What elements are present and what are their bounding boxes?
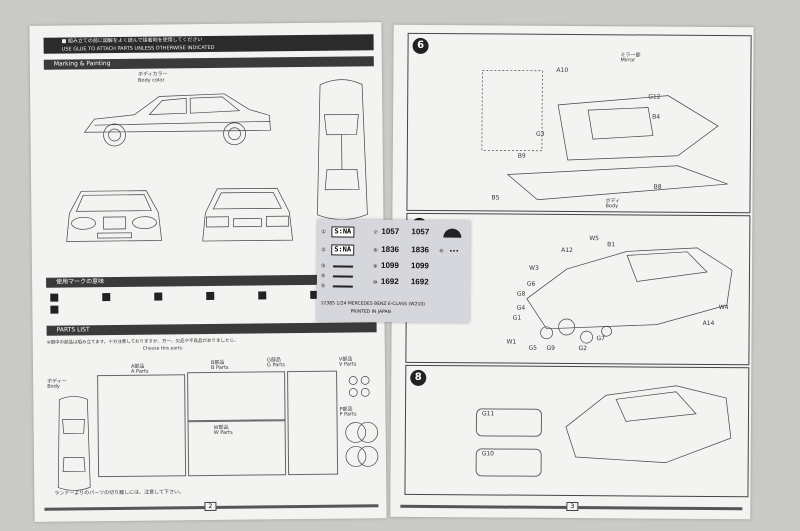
parts-note-en: Choose this parts. — [142, 346, 184, 352]
parts-b-en: B Parts — [210, 364, 229, 371]
step-7-label-g2: G2 — [578, 345, 587, 353]
decal-index-10: ⑩ — [372, 279, 378, 286]
v-parts-drawing — [348, 376, 370, 397]
decal-index-1: ① — [321, 229, 326, 236]
decal-number-3: 1836 — [381, 244, 400, 255]
step-7-box: 7 W5 B1 A12 W3 G6 G8 G4 G1 W1 G5 G9 G2 G… — [405, 212, 751, 366]
left-page: ■ 組み立ての前に図解をよく読んで接着剤を使用してください USE GLUE T… — [29, 22, 387, 522]
car-rear-view-drawing — [202, 187, 294, 242]
body-color-en: Body color — [137, 77, 165, 84]
decal-index-9: ⑨ — [373, 263, 378, 270]
step-7-label-g8: G8 — [516, 290, 526, 298]
right-page-number: 3 — [566, 501, 579, 512]
step-7-label-w5: W5 — [589, 235, 600, 243]
step-7-label-w1: W1 — [506, 338, 517, 346]
marking-header: Marking & Painting — [43, 56, 374, 70]
runner-b — [187, 371, 286, 423]
warning-bar: ■ 組み立ての前に図解をよく読んで接着剤を使用してください USE GLUE T… — [43, 34, 374, 54]
step-7-label-g6: G6 — [526, 280, 536, 288]
decal-number-4: 1836 — [411, 245, 430, 255]
decal-small-text-1: ••• — [449, 248, 459, 255]
decal-index-7: ⑦ — [373, 229, 378, 236]
decal-index-6: ⑥ — [439, 248, 444, 255]
step-6-label-body-en: Body — [605, 203, 619, 210]
decal-index-4: ④ — [320, 273, 326, 280]
step-7-label-g5: G5 — [528, 344, 537, 352]
step-8-box: 8 G11 G10 — [404, 364, 750, 498]
body-part-drawing — [57, 396, 91, 491]
step-7-label-w4: W4 — [718, 304, 729, 312]
step-6-label-g12: G12 — [648, 93, 661, 101]
step-7-label-a12: A12 — [561, 246, 573, 255]
decal-index-8: ⑧ — [373, 247, 378, 254]
step-7-drawing — [526, 247, 733, 344]
decal-number-1: 1057 — [381, 226, 400, 237]
tires-drawing — [345, 421, 379, 467]
step-7-label-g9: G9 — [546, 344, 555, 352]
parts-list-header: PARTS LIST — [46, 322, 377, 336]
step-7-label-g4: G4 — [516, 304, 526, 312]
decal-stripe-2 — [332, 275, 353, 278]
marking-icons-row — [50, 290, 319, 314]
step-6-label-b9: B9 — [517, 152, 526, 160]
runner-g — [287, 370, 339, 476]
decal-index-5: ⑤ — [320, 283, 326, 290]
decal-number-6: 1099 — [411, 261, 429, 271]
step-7-label-w3: W3 — [529, 264, 539, 272]
step-7-label-g1: G1 — [512, 314, 522, 322]
parts-p-en: P Parts — [339, 411, 357, 418]
step-7-label-g7: G7 — [596, 335, 606, 343]
step-8-drawing — [565, 385, 732, 464]
right-page: 6 A10 G3 G12 B4 B9 B5 B8 ボディ Body ミラー部 M… — [390, 24, 754, 520]
runner-a — [97, 374, 187, 478]
body-label-en: Body — [47, 383, 60, 390]
decal-stripe-3 — [332, 285, 353, 288]
step-6-label-mirror-en: Mirror — [620, 57, 636, 64]
decal-index-3: ③ — [321, 263, 326, 270]
car-front-view-drawing — [66, 190, 163, 242]
step-6-label-b5: B5 — [491, 194, 500, 202]
decal-number-2: 1057 — [411, 227, 430, 237]
decal-number-5: 1099 — [381, 260, 399, 271]
step-6-box: 6 A10 G3 G12 B4 B9 B5 B8 ボディ Body ミラー部 M… — [406, 32, 752, 214]
decal-caption-2: PRINTED IN JAPAN — [350, 309, 391, 315]
step-6-drawing — [481, 70, 728, 201]
runner-w — [187, 419, 287, 477]
left-page-number: 2 — [204, 501, 217, 512]
decal-emblem-halfcircle — [443, 228, 462, 238]
step-8-label-g11: G11 — [481, 410, 495, 418]
parts-v-en: V Parts — [338, 361, 357, 368]
step-7-label-b1: B1 — [607, 241, 616, 249]
step-6-label-b8: B8 — [653, 183, 662, 191]
decal-plate-1: S:NA — [331, 226, 355, 238]
car-top-view-drawing — [317, 79, 368, 220]
parts-g-en: G Parts — [266, 362, 285, 369]
decal-caption-1: 12385 1/24 MERCEDES BENZ E-CLASS (W210) — [320, 301, 425, 308]
decal-number-7: 1692 — [380, 276, 399, 287]
decal-plate-2: S:NA — [331, 244, 355, 256]
step-6-label-g3: G3 — [535, 130, 545, 138]
step-6-number: 6 — [412, 37, 429, 54]
step-8-label-g10: G10 — [481, 450, 495, 458]
step-6-label-a10: A10 — [556, 66, 569, 74]
decal-index-2: ② — [321, 247, 326, 254]
parts-note-jp: ※図中の部品は組み立てます。十分注意しておりますが、万一、欠品や不良品がありまし… — [46, 338, 239, 346]
decal-number-8: 1692 — [410, 277, 429, 287]
car-side-view-drawing — [83, 93, 271, 147]
decal-sheet: ① S:NA ② S:NA ③ ④ ⑤ ⑦ 1057 1057 ⑧ 1836 1… — [316, 219, 471, 323]
decal-stripe-1 — [333, 265, 354, 268]
bottom-note-jp: ランナーよりのパーツの切り離しには、注意して下さい。 — [54, 489, 184, 497]
step-8-number: 8 — [410, 369, 427, 386]
step-6-label-b4: B4 — [652, 113, 661, 121]
step-7-label-a14: A14 — [702, 319, 715, 327]
